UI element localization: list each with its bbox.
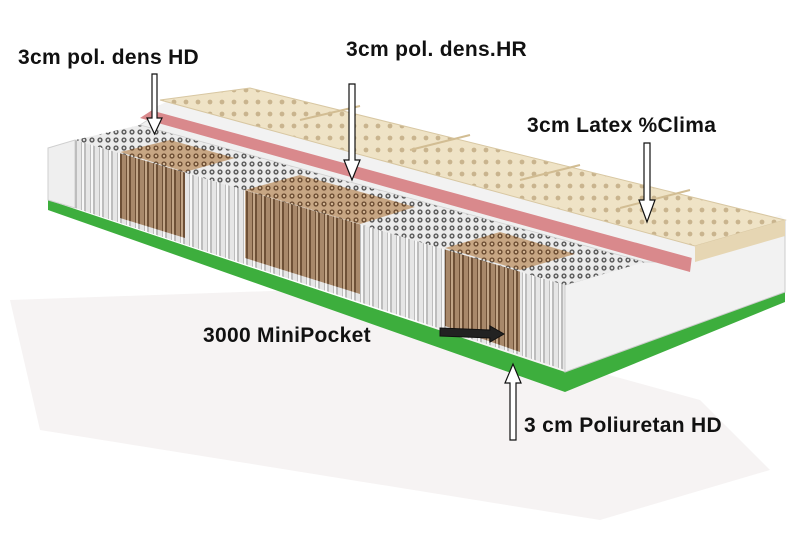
brown-top-3 <box>445 232 575 270</box>
hr-pink-band <box>140 105 692 272</box>
arrow-minipocket <box>439 325 506 343</box>
latex-edge <box>695 220 785 262</box>
brown-top-1 <box>120 140 235 172</box>
arrow-hd <box>146 73 163 136</box>
label-poliuretan: 3 cm Poliuretan HD <box>524 414 722 437</box>
label-latex: 3cm Latex %Clima <box>527 114 717 137</box>
hr-white-band <box>150 100 695 258</box>
label-minipocket: 3000 MiniPocket <box>203 324 371 347</box>
brown-top-2 <box>245 175 415 224</box>
label-hr-foam: 3cm pol. dens.HR <box>346 38 528 61</box>
latex-zone-line-4 <box>619 189 691 209</box>
brown-coil-segment-1 <box>120 152 185 238</box>
arrow-latex <box>638 142 656 224</box>
brown-coil-segment-3 <box>445 248 520 352</box>
arrow-hr <box>343 83 361 182</box>
latex-zone-line-2 <box>409 134 471 151</box>
foam-left-end <box>47 139 76 209</box>
arrow-poliuretan <box>504 362 522 441</box>
latex-zone-line-3 <box>519 164 581 181</box>
floor-shadow <box>10 290 770 520</box>
brown-coil-segment-2 <box>245 190 360 294</box>
label-hd-foam: 3cm pol. dens HD <box>18 46 200 69</box>
